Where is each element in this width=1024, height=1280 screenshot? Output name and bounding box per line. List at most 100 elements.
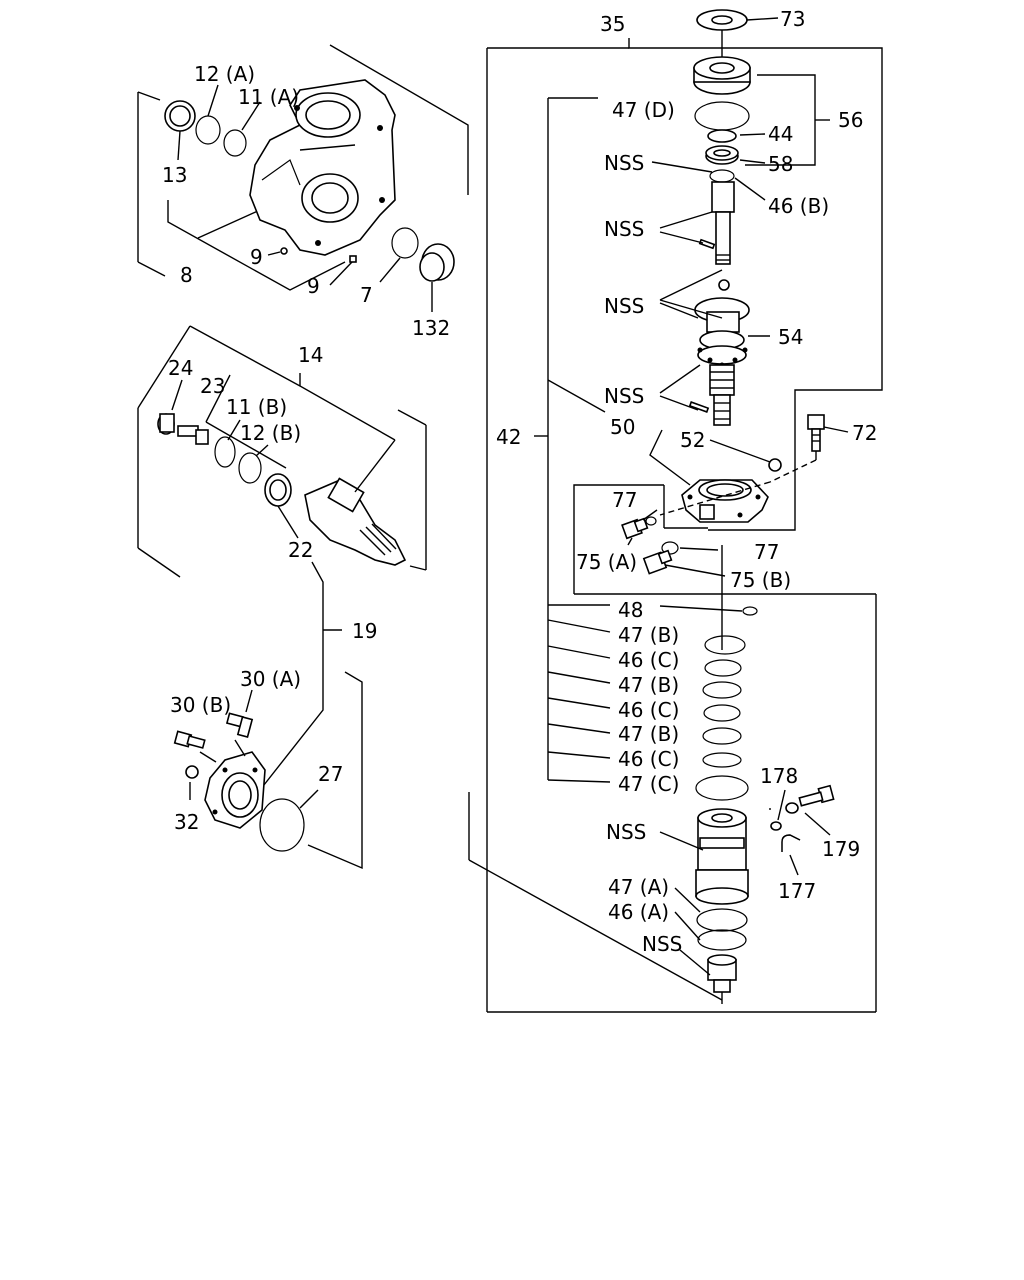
- label-178: 178: [760, 764, 798, 788]
- part-75A-fitting: [621, 517, 649, 540]
- label-47A: 47 (A): [608, 875, 669, 899]
- label-179: 179: [822, 837, 860, 861]
- label-47B-2: 47 (B): [618, 673, 679, 697]
- label-27: 27: [318, 762, 343, 786]
- part-72-bolt: [659, 414, 849, 516]
- label-72: 72: [852, 421, 877, 445]
- part-47A-oring: [696, 908, 748, 932]
- label-8: 8: [180, 263, 193, 287]
- valve-spool-shaft: [711, 181, 735, 265]
- label-56: 56: [838, 108, 863, 132]
- label-7: 7: [360, 283, 373, 307]
- label-11A: 11 (A): [238, 85, 299, 109]
- label-47C: 47 (C): [618, 772, 679, 796]
- label-50: 50: [610, 415, 635, 439]
- label-46A: 46 (A): [608, 900, 669, 924]
- label-19: 19: [352, 619, 377, 643]
- part-58-bearing: [705, 145, 739, 165]
- label-nss-5: NSS: [606, 820, 646, 844]
- label-23: 23: [200, 374, 225, 398]
- part-30B-bolt: [173, 730, 206, 749]
- label-12B: 12 (B): [240, 421, 301, 445]
- label-nss-3: NSS: [604, 294, 644, 318]
- label-30B: 30 (B): [170, 693, 231, 717]
- label-13: 13: [162, 163, 187, 187]
- part-7-oring: [391, 227, 419, 259]
- label-77-b: 77: [754, 540, 779, 564]
- valve-assembly-group: [468, 9, 883, 1013]
- label-177: 177: [778, 879, 816, 903]
- part-14-worm-shaft: [304, 477, 407, 566]
- part-179-washer: [785, 802, 799, 814]
- worm-shaft-group: [137, 325, 427, 578]
- side-cover-group: [173, 561, 363, 870]
- part-11B-snap-ring: [214, 436, 236, 468]
- part-50-valve-housing: [681, 479, 769, 523]
- label-9-b: 9: [307, 274, 320, 298]
- part-22-bearing: [264, 473, 292, 507]
- part-46C-ring-1: [704, 659, 742, 677]
- part-9-screw-a: [280, 247, 288, 255]
- callout-labels: 35 73 56 47 (D) 44 58 NSS 46 (B) NSS NSS…: [162, 7, 877, 956]
- group-75-bracket: [573, 484, 664, 594]
- part-48-ring: [742, 606, 758, 616]
- label-46B: 46 (B): [768, 194, 829, 218]
- part-46C-ring-3: [702, 752, 742, 768]
- label-11B: 11 (B): [226, 395, 287, 419]
- part-30A-bolt: [225, 712, 254, 738]
- label-nss-6: NSS: [642, 932, 682, 956]
- label-77-a: 77: [612, 488, 637, 512]
- part-47B-oring-1: [704, 635, 746, 655]
- part-9-screw-b: [349, 255, 357, 263]
- label-75A: 75 (A): [576, 550, 637, 574]
- part-47B-oring-2: [702, 681, 742, 699]
- label-22: 22: [288, 538, 313, 562]
- label-132: 132: [412, 316, 450, 340]
- label-73: 73: [780, 7, 805, 31]
- label-14: 14: [298, 343, 323, 367]
- label-46C-1: 46 (C): [618, 648, 679, 672]
- label-44: 44: [768, 122, 793, 146]
- nss-end-plug: [707, 954, 737, 1004]
- part-27-oring: [259, 798, 305, 852]
- part-75B-fitting: [642, 549, 673, 575]
- part-44-ring: [707, 129, 737, 143]
- valve-cylinder-body: [695, 808, 749, 905]
- part-32-nut: [185, 765, 199, 779]
- part-47B-oring-3: [702, 727, 742, 745]
- part-178-clip: [770, 821, 782, 831]
- part-23-screw: [177, 425, 209, 445]
- part-77-washer-a: [645, 516, 657, 526]
- part-56-top-plug: [693, 56, 751, 95]
- label-46C-2: 46 (C): [618, 698, 679, 722]
- label-48: 48: [618, 598, 643, 622]
- label-46C-3: 46 (C): [618, 747, 679, 771]
- label-nss-4: NSS: [604, 384, 644, 408]
- label-47B-3: 47 (B): [618, 722, 679, 746]
- part-46C-ring-2: [703, 704, 741, 722]
- part-46A-ring: [697, 929, 747, 951]
- label-32: 32: [174, 810, 199, 834]
- label-24: 24: [168, 356, 193, 380]
- gear-housing-group: [137, 44, 469, 312]
- part-13-bearing: [164, 100, 196, 132]
- part-24-plug: [157, 413, 175, 435]
- part-179-bolt: [798, 784, 835, 807]
- label-54: 54: [778, 325, 803, 349]
- part-47C-oring: [695, 775, 749, 801]
- nss-pin: [698, 238, 716, 250]
- part-177-pipe: [781, 834, 801, 852]
- label-nss-2: NSS: [604, 217, 644, 241]
- part-46B-ring: [709, 169, 735, 183]
- label-75B: 75 (B): [730, 568, 791, 592]
- label-12A: 12 (A): [194, 62, 255, 86]
- label-30A: 30 (A): [240, 667, 301, 691]
- part-47D-oring: [694, 101, 750, 131]
- label-52: 52: [680, 428, 705, 452]
- label-42: 42: [496, 425, 521, 449]
- nss-ball: [718, 279, 730, 291]
- label-47B-1: 47 (B): [618, 623, 679, 647]
- part-11A-snap-ring: [223, 129, 247, 157]
- part-132-cap: [419, 243, 455, 282]
